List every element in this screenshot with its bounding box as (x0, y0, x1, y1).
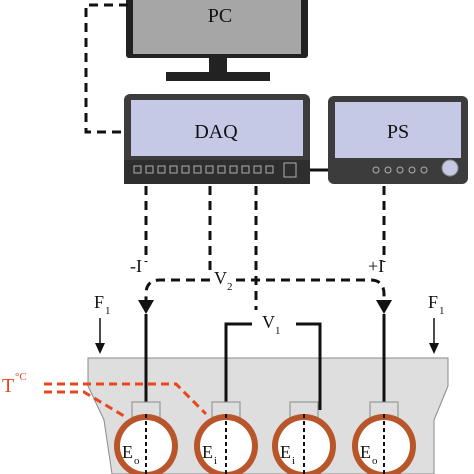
label-force-left-sub: 1 (105, 305, 111, 317)
label-v1-main: V (262, 312, 275, 332)
label-v1-sub: 1 (275, 325, 281, 337)
electrode-4 (352, 401, 416, 474)
label-electrode-2-sub: i (214, 455, 217, 467)
label-v2: V 2 (214, 268, 233, 293)
label-force-right-main: F (428, 292, 438, 312)
label-thermocouple-main: T (2, 375, 14, 397)
label-electrode-2: E i (202, 442, 217, 467)
label-plus-i: +I (368, 256, 384, 276)
label-electrode-4-sub: o (372, 455, 378, 467)
pc-monitor: PC (126, 0, 308, 81)
force-right (429, 318, 439, 354)
label-minus-i: -I (130, 256, 142, 276)
label-electrode-3: E i (280, 442, 295, 467)
label-electrode-1: E o (122, 442, 140, 467)
arrow-right (376, 300, 392, 314)
wire-e3 (296, 322, 322, 410)
pc-label: PC (208, 5, 232, 27)
label-v2-sub: 2 (227, 281, 233, 293)
arc-left (144, 278, 210, 303)
label-v2-main: V (214, 268, 227, 288)
ps-unit: PS (328, 96, 468, 184)
ps-knob (441, 159, 459, 177)
ps-label: PS (387, 121, 409, 143)
pc-daq-link (84, 3, 128, 134)
label-electrode-4: E o (360, 442, 378, 467)
force-left (95, 318, 105, 354)
wire-e2 (224, 322, 252, 410)
electrode-1 (114, 401, 178, 474)
electrode-3 (272, 401, 336, 474)
daq-ports (133, 162, 297, 178)
daq-label: DAQ (194, 121, 238, 143)
label-v1: V 1 (262, 312, 281, 337)
daq-unit: DAQ (124, 94, 310, 184)
label-electrode-2-main: E (202, 442, 213, 462)
label-electrode-4-main: E (360, 442, 371, 462)
arc-right (236, 278, 386, 303)
label-force-right: F 1 (428, 292, 445, 317)
label-force-right-sub: 1 (439, 305, 445, 317)
label-force-left: F 1 (94, 292, 111, 317)
label-electrode-3-main: E (280, 442, 291, 462)
label-electrode-3-sub: i (292, 455, 295, 467)
label-force-left-main: F (94, 292, 104, 312)
label-electrode-1-main: E (122, 442, 133, 462)
thermocouple-wires (44, 382, 208, 418)
arrow-left (138, 300, 154, 314)
label-thermocouple: T °C (2, 371, 27, 397)
label-electrode-1-sub: o (134, 455, 140, 467)
electrode-2 (194, 401, 258, 474)
label-thermocouple-sup: °C (15, 371, 27, 383)
